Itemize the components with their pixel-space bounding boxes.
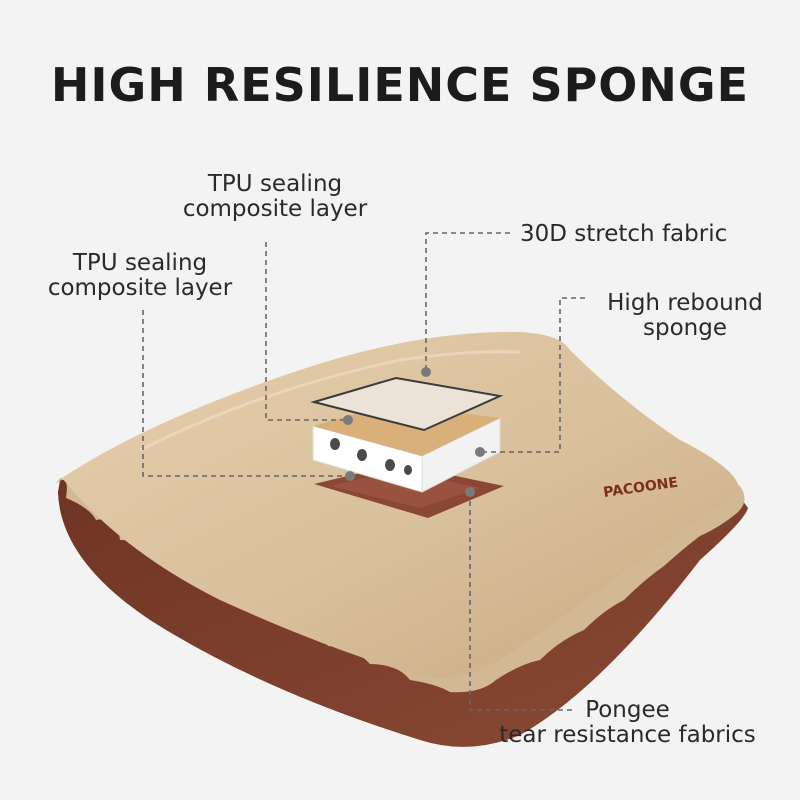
label-pongee: Pongee tear resistance fabrics [485,698,770,748]
label-rebound-sponge-line2: sponge [643,315,727,341]
label-tpu-top: TPU sealing composite layer [170,172,380,222]
leader-dots [343,367,485,497]
label-tpu-top-line1: TPU sealing [207,171,343,197]
label-tpu-top-line2: composite layer [182,196,368,222]
stretch-fabric-layer [310,376,504,432]
label-stretch-fabric: 30D stretch fabric [520,222,750,247]
page-title: HIGH RESILIENCE SPONGE [50,58,750,112]
label-stretch-fabric-line1: 30D stretch fabric [520,221,728,247]
label-rebound-sponge: High rebound sponge [590,291,780,341]
leader-lines [142,232,585,711]
label-tpu-left-line1: TPU sealing [72,250,208,276]
label-pongee-line2: tear resistance fabrics [499,722,756,748]
label-tpu-left: TPU sealing composite layer [35,251,245,301]
label-rebound-sponge-line1: High rebound [607,290,763,316]
label-pongee-line1: Pongee [585,697,670,723]
label-tpu-left-line2: composite layer [47,275,233,301]
